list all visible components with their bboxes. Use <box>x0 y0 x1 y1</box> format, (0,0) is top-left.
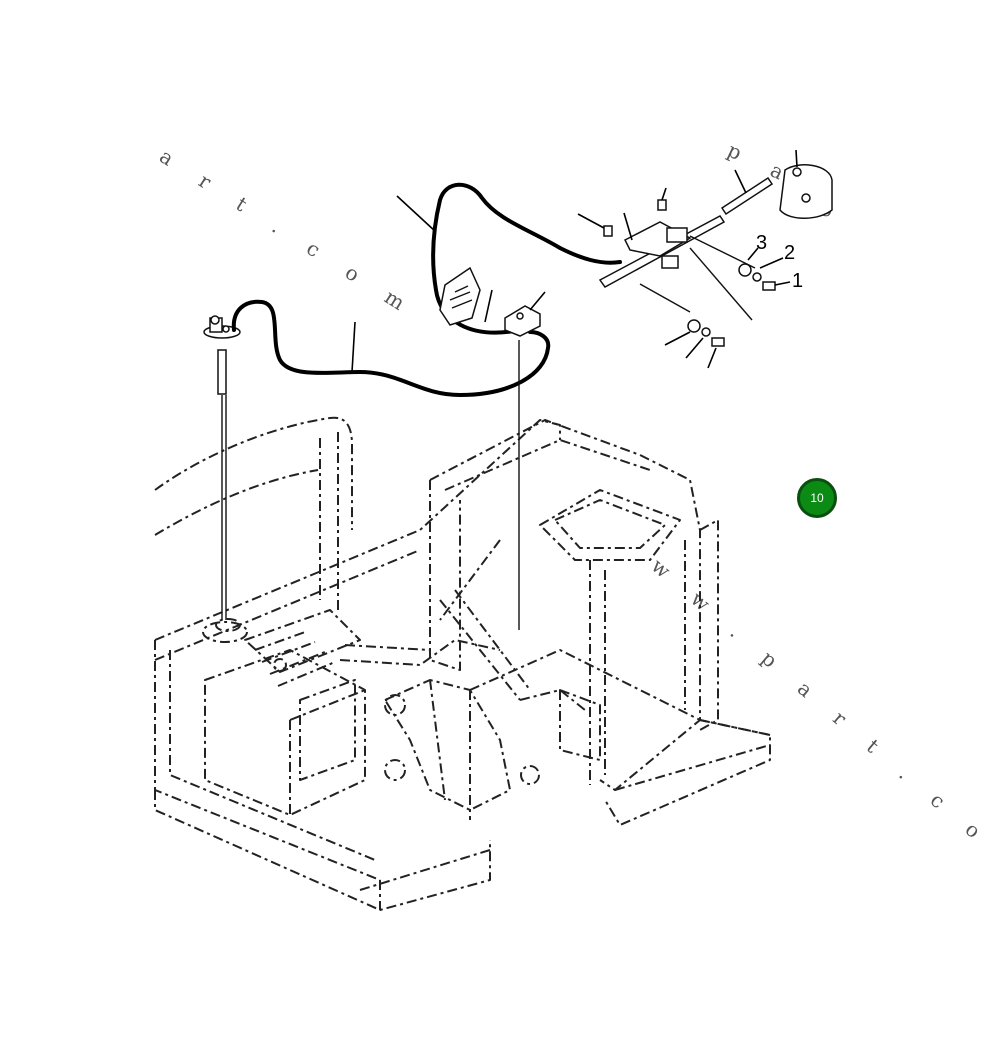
page-number-badge[interactable]: 10 <box>797 478 837 518</box>
callout-3: 3 <box>756 232 767 254</box>
callout-2: 2 <box>784 242 795 264</box>
watermark-right: w w . p a r t . c o <box>647 553 984 851</box>
badge-label: 10 <box>810 491 824 505</box>
watermark-top-left: a r t . c o m <box>155 144 421 322</box>
wiring-harness <box>231 182 622 397</box>
mirror-bracket-assembly <box>577 149 833 369</box>
relay-assembly <box>439 266 546 630</box>
fuel-sender-unit <box>203 315 241 620</box>
callout-1: 1 <box>792 270 803 292</box>
machine-frame <box>154 416 771 911</box>
